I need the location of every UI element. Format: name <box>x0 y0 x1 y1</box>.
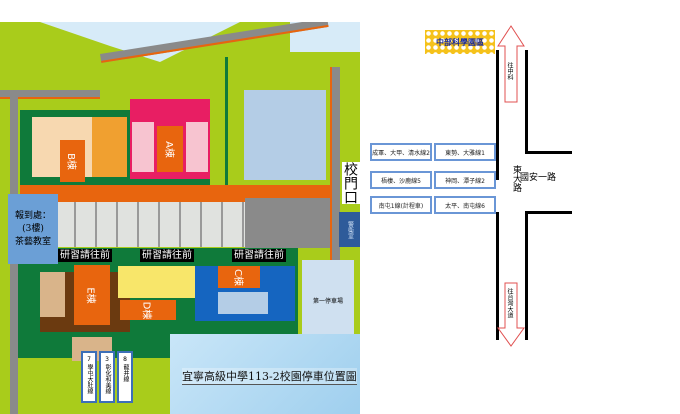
rooms-b2 <box>92 117 127 177</box>
road-line <box>525 212 528 340</box>
school-gate: 校門口 <box>342 162 360 204</box>
parking-lot-gray <box>245 198 330 248</box>
direction-sign: 研習請往前 <box>140 249 194 262</box>
bus-line-box: 太平、南屯線6 <box>434 196 496 214</box>
fence <box>225 57 228 187</box>
road-line <box>525 151 572 154</box>
bus-line-box: 南屯1線(計程車) <box>370 196 432 214</box>
bus-line-box: 梧棲、沙鹿線5 <box>370 171 432 189</box>
up-arrow-icon <box>497 25 525 103</box>
road-line <box>525 211 572 214</box>
rooms-a-right <box>186 122 208 172</box>
map-title: 宜寧高級中學113-2校園停車位置圖 <box>182 368 357 385</box>
rooms-e <box>40 272 65 317</box>
campus-map: B棟 A棟 E棟 D棟 C棟 報到處： (3樓) 茶藝教室 研習請往前 研習請往… <box>0 22 360 414</box>
campus-road <box>330 67 340 337</box>
up-arrow-label: 往中科 <box>506 62 513 80</box>
road-line <box>496 212 499 340</box>
east-road-label: 東大路 <box>511 165 521 192</box>
direction-sign: 研習請往前 <box>58 249 112 262</box>
campus-road <box>0 90 100 99</box>
science-park-badge: 中部科學園區 <box>425 30 495 54</box>
covered-walkway <box>55 202 245 247</box>
down-arrow-icon <box>497 282 525 347</box>
guoan-road-label: 國安一路 <box>520 173 557 183</box>
down-arrow-label: 往台灣大道 <box>506 288 513 318</box>
building-e: E棟 <box>74 265 110 325</box>
building-a: A棟 <box>157 126 183 172</box>
pond <box>170 334 360 414</box>
building-b: B棟 <box>60 140 85 182</box>
building-d: D棟 <box>120 300 176 320</box>
building-c: C棟 <box>218 266 260 288</box>
rooms-d <box>118 266 198 298</box>
road-line <box>525 50 528 153</box>
rooms-a-left <box>132 122 154 172</box>
bus-line-box: 東勢、大雅線1 <box>434 143 496 161</box>
parking-lot-1: 第一停車場 <box>302 260 354 340</box>
direction-sign: 研習請往前 <box>232 249 286 262</box>
rooms-c-inner <box>218 292 268 314</box>
sports-field <box>244 90 326 180</box>
guard-house: 警衛室 <box>339 212 360 247</box>
bus-line-box: 神岡、潭子線2 <box>434 171 496 189</box>
bus-line-box: 成軍、大甲、清水線2 <box>370 143 432 161</box>
road-line <box>496 50 499 180</box>
checkin-desk: 報到處： (3樓) 茶藝教室 <box>8 194 58 264</box>
